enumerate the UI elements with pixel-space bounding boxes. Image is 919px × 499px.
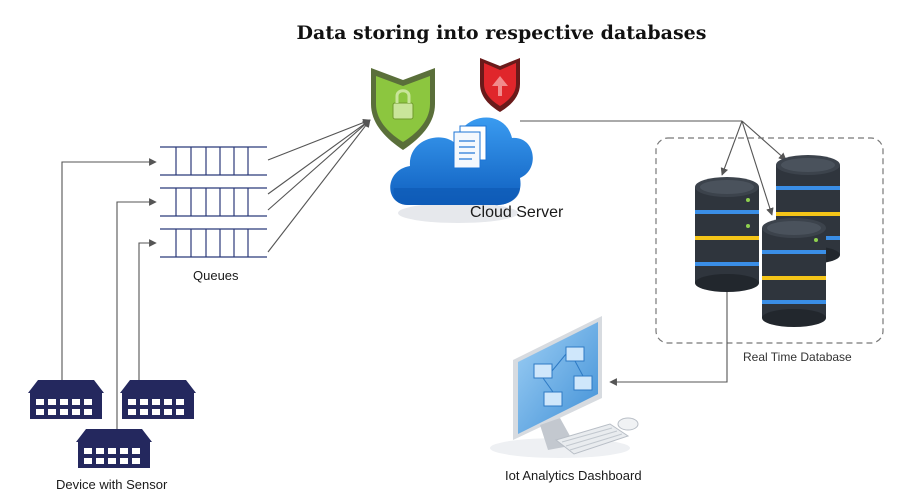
mouse-icon: [617, 417, 639, 431]
device-1-arrow: [61, 158, 157, 385]
device-with-sensor-label: Device with Sensor: [56, 477, 168, 492]
queue-1: [160, 146, 267, 176]
security-shield-lock-icon: [371, 68, 435, 150]
dashboard-label: Iot Analytics Dashboard: [505, 468, 642, 483]
sensor-device-icon-2: [120, 380, 196, 419]
device-2-arrow: [116, 198, 157, 430]
queue-stack: [160, 146, 267, 258]
device-3-arrow: [138, 239, 157, 385]
real-time-database-container: [655, 137, 884, 344]
sensor-device-icon-3: [76, 429, 152, 468]
queue-to-cloud-arrows: [267, 118, 371, 253]
queue-2: [160, 187, 267, 217]
queues-label: Queues: [193, 268, 239, 283]
cloud-server-label: Cloud Server: [470, 204, 564, 221]
sensor-device-icon-1: [28, 380, 104, 419]
cloud-server-icon: [390, 117, 533, 223]
keyboard-icon: [554, 423, 630, 455]
database-icon-left: [695, 177, 759, 292]
queue-3: [160, 228, 267, 258]
database-icon-front: [762, 218, 826, 327]
real-time-database-label: Real Time Database: [743, 350, 852, 364]
device-connectors: [61, 158, 157, 430]
diagram-title: Data storing into respective databases: [296, 22, 707, 44]
database-to-dashboard-arrow: [609, 292, 728, 386]
alert-shield-icon: [480, 58, 520, 112]
cloud-to-database-arrows: [520, 120, 787, 216]
